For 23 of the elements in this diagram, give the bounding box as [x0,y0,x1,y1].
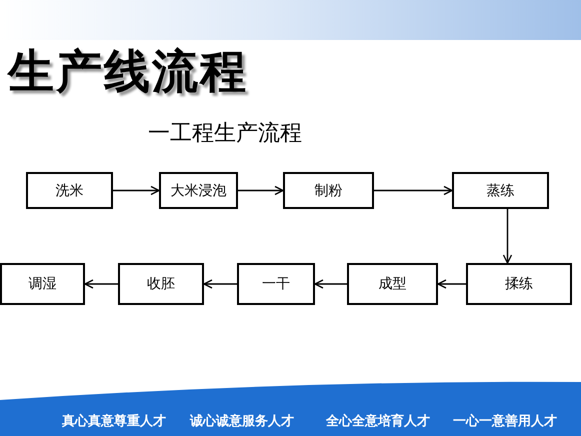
arrow [113,186,160,196]
slogan-text: 全心全意培育人才 [326,412,430,430]
process-box: 大米浸泡 [159,172,238,209]
process-box: 收胚 [118,263,204,305]
process-box: 成型 [347,263,438,305]
arrow [374,186,453,196]
arrow [238,186,284,196]
process-box: 揉练 [466,263,572,305]
process-box: 蒸练 [452,172,549,209]
subtitle: 一工程生产流程 [148,120,302,148]
arrow [203,279,237,289]
title: 生产线流程 [8,46,248,97]
arrow [314,279,347,289]
process-box: 制粉 [283,172,374,209]
arrow [437,279,466,289]
process-box: 洗米 [26,172,113,209]
process-box: 一干 [237,263,315,305]
arrow [502,209,512,264]
arrow [84,279,118,289]
process-box: 调湿 [0,263,85,305]
slogan-text: 真心真意尊重人才 [62,412,166,430]
slogan-text: 诚心诚意服务人才 [190,412,294,430]
slogan-text: 一心一意善用人才 [453,412,557,430]
